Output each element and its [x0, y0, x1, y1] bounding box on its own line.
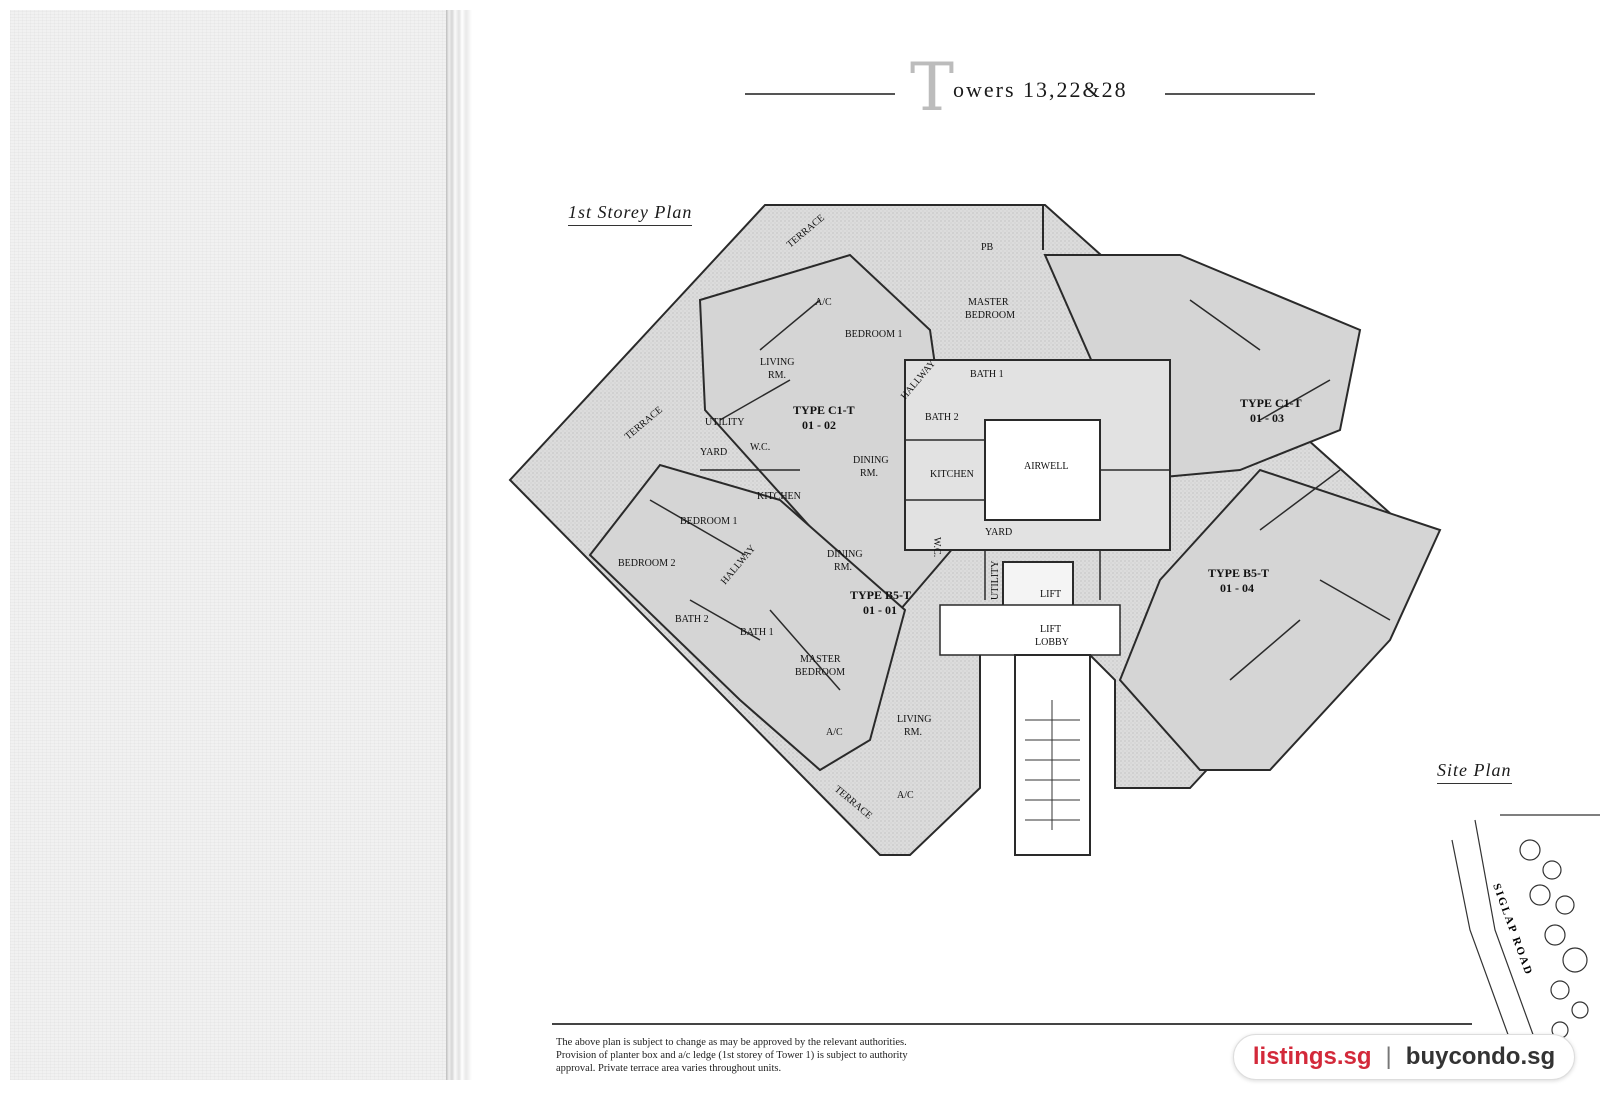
lift-label: LIFT [1040, 589, 1061, 600]
lift-lobby [939, 604, 1121, 656]
unit-labels: TYPE C1-T 01 - 02 TYPE C1-T 01 - 03 TYPE… [793, 396, 1302, 617]
living-label-01-02-b: RM. [768, 370, 786, 381]
bath1-label-left: BATH 1 [740, 627, 774, 638]
bedroom2-label: BEDROOM 2 [618, 558, 676, 569]
ac-label-bottom: A/C [897, 790, 914, 801]
master-label-top-2: BEDROOM [965, 310, 1015, 321]
yard-label-core: YARD [985, 527, 1012, 538]
interior-walls [649, 299, 1391, 691]
storey-plan-heading: 1st Storey Plan [568, 202, 693, 226]
ac-label-top: A/C [815, 297, 832, 308]
airwell-label: AIRWELL [1024, 461, 1068, 472]
unit-01-04-block [1118, 468, 1442, 771]
wc-label-left: W.C. [750, 442, 770, 453]
lift-lobby-label-2: LOBBY [1035, 637, 1069, 648]
page-gutter [446, 10, 472, 1080]
siglap-road-label: SIGLAP ROAD [1490, 882, 1535, 978]
disclaimer-line-1: The above plan is subject to change as m… [556, 1037, 907, 1048]
bedroom1-label-01-01: BEDROOM 1 [680, 516, 738, 527]
yard-label-left: YARD [700, 447, 727, 458]
unit-01-02-block [698, 253, 962, 612]
dining-label-01-01-a: DINING [827, 549, 863, 560]
master-label-top-1: MASTER [968, 297, 1009, 308]
utility-label-core: UTILITY [990, 561, 1001, 600]
kitchen-label-left: KITCHEN [757, 491, 801, 502]
living-label-01-02-a: LIVING [760, 357, 794, 368]
living-label-01-01-b: RM. [904, 727, 922, 738]
footer-rule [552, 1023, 1472, 1025]
unit-number-01-01: 01 - 01 [863, 603, 897, 617]
title-text: owers 13,22&28 [953, 77, 1128, 102]
kitchen-label-core: KITCHEN [930, 469, 974, 480]
title-drop-cap: T [910, 49, 955, 126]
title-rule-right [1165, 93, 1315, 95]
dining-label-01-02-b: RM. [860, 468, 878, 479]
utility-label-left: UTILITY [705, 417, 744, 428]
ac-label-lower: A/C [826, 727, 843, 738]
disclaimer-note: The above plan is subject to change as m… [556, 1036, 936, 1075]
title-rule-left [745, 93, 895, 95]
watermark-buycondo-link[interactable]: buycondo.sg [1405, 1043, 1556, 1070]
master-label-left-2: BEDROOM [795, 667, 845, 678]
dining-label-01-02-a: DINING [853, 455, 889, 466]
dining-label-01-01-b: RM. [834, 562, 852, 573]
disclaimer-line-3: approval. Private terrace area varies th… [556, 1063, 782, 1074]
bath2-label-top: BATH 2 [925, 412, 959, 423]
unit-type-01-01: TYPE B5-T [850, 588, 911, 602]
unit-type-01-03: TYPE C1-T [1240, 396, 1302, 410]
watermark-badge[interactable]: listings.sg | buycondo.sg [1233, 1034, 1575, 1080]
unit-number-01-02: 01 - 02 [802, 418, 836, 432]
walkway-stairs [1025, 700, 1080, 830]
unit-number-01-04: 01 - 04 [1220, 581, 1254, 595]
unit-number-01-03: 01 - 03 [1250, 411, 1284, 425]
planter-box-label: PB [981, 242, 994, 253]
unit-type-01-04: TYPE B5-T [1208, 566, 1269, 580]
living-label-01-01-a: LIVING [897, 714, 931, 725]
watermark-separator: | [1385, 1043, 1392, 1070]
unit-type-01-02: TYPE C1-T [793, 403, 855, 417]
unit-01-01-block [588, 463, 907, 772]
blank-left-page [10, 10, 446, 1080]
bedroom1-label-01-02: BEDROOM 1 [845, 329, 903, 340]
wc-label-core: W.C. [931, 537, 942, 557]
bath2-label-left: BATH 2 [675, 614, 709, 625]
bath1-label-top: BATH 1 [970, 369, 1004, 380]
site-plan-heading: Site Plan [1437, 760, 1512, 784]
disclaimer-line-2: Provision of planter box and a/c ledge (… [556, 1050, 908, 1061]
master-label-left-1: MASTER [800, 654, 841, 665]
watermark-listings-link[interactable]: listings.sg [1252, 1043, 1372, 1070]
site-plan-sketch [1451, 814, 1600, 1061]
lift-lobby-label-1: LIFT [1040, 624, 1061, 635]
page-title: T owers 13,22&28 [745, 55, 1325, 135]
